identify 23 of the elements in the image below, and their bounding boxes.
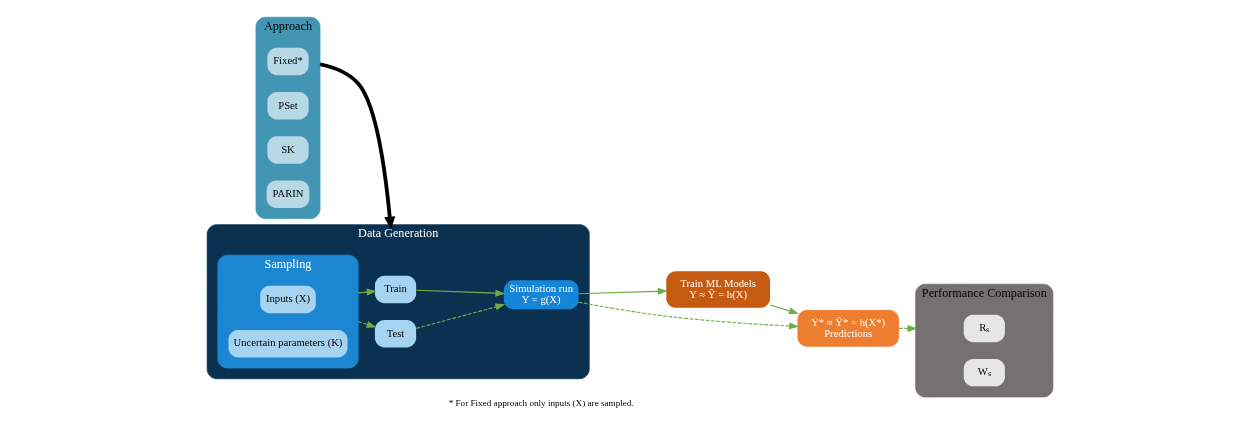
node-box: Uncertain parameters (K) (228, 329, 348, 358)
node-box: Train (374, 275, 417, 304)
arrow (415, 289, 506, 297)
node-box: Y* ≈ Ŷ* = h(X*) Predictions (797, 310, 899, 347)
arrow (319, 62, 396, 230)
label: * For Fixed approach only inputs (X) are sampled. (448, 397, 634, 408)
arrow (898, 324, 918, 332)
node-box: Test (374, 320, 417, 348)
node-box: PARIN (266, 180, 310, 208)
node-box: PSet (267, 91, 309, 120)
node-box: SK (267, 136, 309, 164)
arrow (578, 301, 800, 330)
node-box: Rₛ (963, 314, 1005, 343)
arrow (357, 288, 377, 296)
arrow (415, 303, 506, 329)
node-box: Simulation run Y = g(X) (503, 280, 579, 310)
node-box: Wₛ (963, 358, 1005, 387)
node-box: Train ML Models Y ≈ Ŷ = h(X) (666, 271, 770, 308)
node-box: Inputs (X) (260, 285, 316, 314)
node-box: Fixed* (267, 47, 309, 76)
arrow (357, 320, 377, 328)
arrow (578, 287, 668, 295)
arrow (769, 304, 799, 315)
